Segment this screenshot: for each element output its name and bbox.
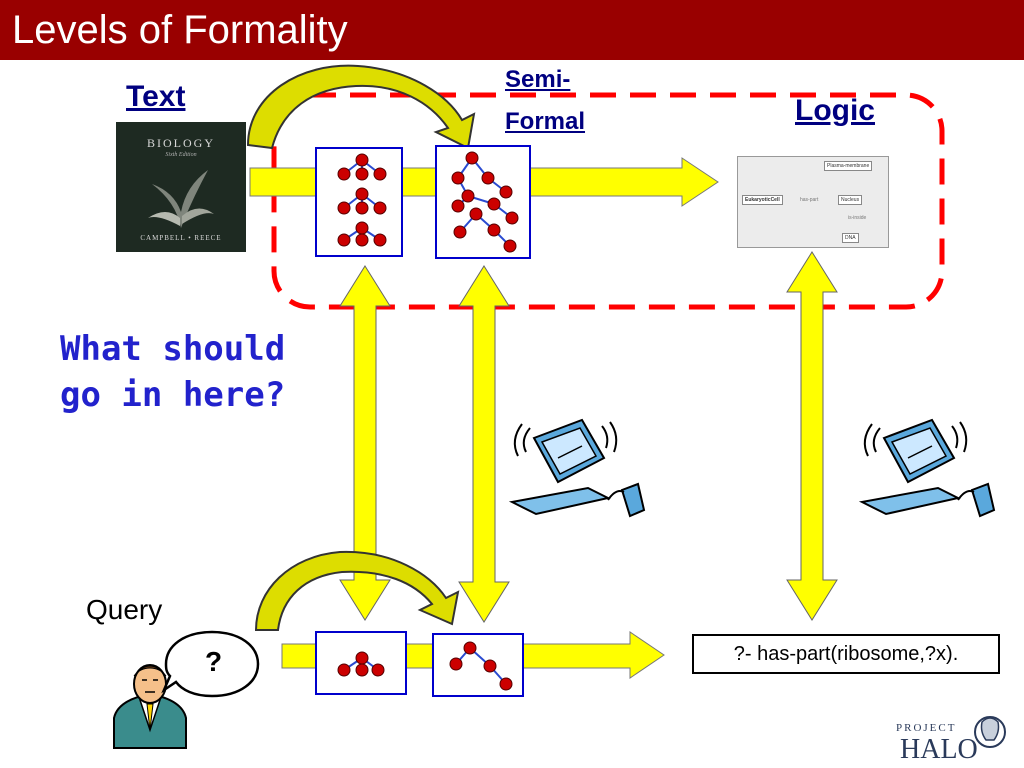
- semi-formal-label-line2: Formal: [505, 108, 586, 135]
- logic-node-cell: EukaryoticCell: [742, 195, 783, 205]
- semi-formal-graph-box-2: [435, 145, 531, 259]
- book-cover-icon: BIOLOGY Sixth Edition CAMPBELL • REECE: [116, 122, 246, 252]
- logic-graph-image: EukaryoticCell has-part Plasma-membrane …: [737, 156, 889, 248]
- logic-relation-2: is-inside: [848, 215, 867, 221]
- formal-region-dashed-border: [271, 92, 945, 310]
- double-arrow-icon: [786, 251, 838, 621]
- semi-formal-label-line1: Semi-: [505, 66, 571, 93]
- computer-icon: [858, 418, 996, 518]
- logic-label: Logic: [795, 94, 875, 127]
- query-label: Query: [86, 594, 163, 625]
- computer-icon: [508, 418, 646, 518]
- curved-arrow-icon: [254, 550, 460, 631]
- logic-relation: has-part: [800, 197, 819, 203]
- book-authors: CAMPBELL • REECE: [140, 234, 222, 242]
- slide-title: Levels of Formality: [12, 8, 348, 52]
- speech-question-mark: ?: [205, 646, 223, 677]
- logic-node-nucleus: Nucleus: [838, 195, 863, 205]
- curved-arrow-icon: [246, 64, 476, 150]
- query-expression-box: ?- has-part(ribosome,?x).: [692, 634, 1000, 674]
- logic-node-membrane: Plasma-membrane: [824, 161, 873, 171]
- title-bar: Levels of Formality: [0, 0, 1024, 60]
- double-arrow-icon: [458, 265, 510, 623]
- text-label: Text: [126, 80, 186, 113]
- graph-nodes: [337, 151, 519, 691]
- book-edition: Sixth Edition: [165, 152, 197, 158]
- plant-image: [148, 170, 214, 228]
- double-arrow-icon: [339, 265, 391, 621]
- logo-halo-text: HALO: [900, 734, 978, 765]
- book-title: BIOLOGY: [147, 136, 215, 150]
- speech-bubble-icon: [161, 630, 260, 698]
- question-text: What should go in here?: [60, 329, 286, 415]
- logo-project-text: PROJECT: [896, 722, 957, 734]
- logic-node-dna: DNA: [842, 233, 859, 243]
- halo-logo-icon: [974, 716, 1006, 748]
